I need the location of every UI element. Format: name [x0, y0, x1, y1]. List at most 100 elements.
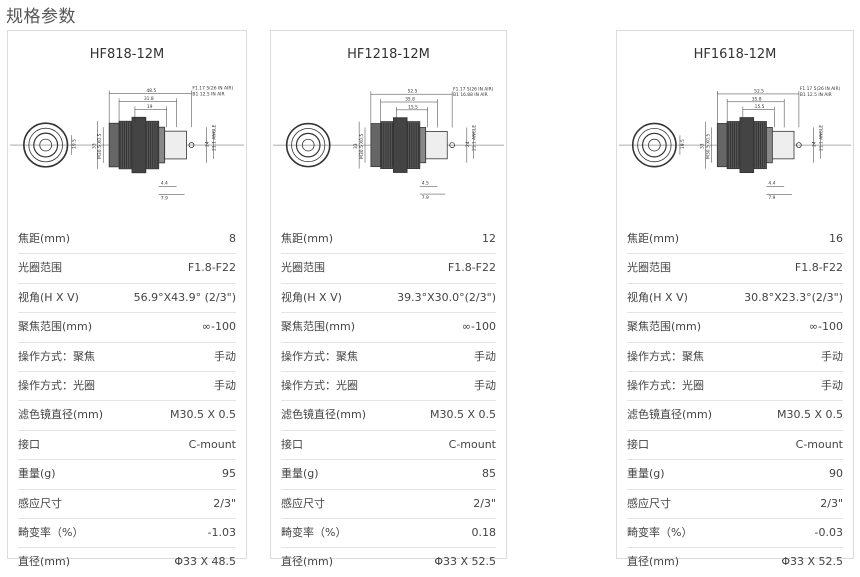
- spec-row: 操作方式：光圈手动: [281, 372, 496, 402]
- spec-label: 畸变率（%）: [281, 525, 347, 539]
- spec-value: 39.3°X30.0°(2/3"): [397, 290, 496, 304]
- front-view: [23, 122, 69, 168]
- spec-row: 滤色镜直径(mm)M30.5 X 0.5: [281, 401, 496, 431]
- dimension-label: F1.17 5(26 IN AIR): [453, 86, 494, 92]
- front-view: [285, 122, 331, 168]
- spec-row: 重量(g)95: [18, 460, 236, 490]
- spec-row: 重量(g)85: [281, 460, 496, 490]
- dimension-label: 33: [700, 143, 706, 149]
- spec-value: -0.03: [814, 525, 843, 539]
- dimension-label: 21.1 ANGLE: [211, 124, 217, 151]
- spec-label: 感应尺寸: [627, 496, 671, 510]
- spec-row: 焦距(mm)8: [18, 225, 236, 255]
- spec-value: 手动: [474, 349, 496, 363]
- dimension-label: 19.5: [71, 139, 77, 149]
- spec-value: ∞-100: [461, 320, 496, 334]
- dimension-label: 31.8: [144, 96, 154, 102]
- spec-row: 视角(H X V)30.8°X23.3°(2/3"): [627, 284, 843, 314]
- spec-value: 12: [482, 232, 496, 245]
- dimension-label: 15.5: [408, 104, 418, 110]
- spec-value: F1.8-F22: [187, 261, 236, 275]
- spec-value: 56.9°X43.9° (2/3"): [133, 290, 236, 304]
- spec-row: 聚焦范围(mm)∞-100: [18, 313, 236, 343]
- spec-label: 光圈范围: [627, 261, 671, 275]
- spec-value: F1.8-F22: [794, 261, 843, 275]
- dimension-label: 7.9: [422, 195, 429, 201]
- spec-label: 操作方式：聚焦: [18, 349, 95, 363]
- spec-row: 接口 C-mount: [627, 431, 843, 461]
- spec-row: 焦距(mm)16: [627, 225, 843, 255]
- spec-value: 8: [229, 232, 236, 245]
- dimension-label: 21.1 ANGLE: [819, 125, 825, 151]
- spec-row: 视角(H X V)56.9°X43.9° (2/3"): [18, 284, 236, 314]
- spec-value: C-mount: [795, 437, 843, 451]
- spec-value: C-mount: [188, 437, 236, 451]
- spec-row: 光圈范围 F1.8-F22: [627, 254, 843, 284]
- spec-row: 畸变率（%） 0.18: [281, 519, 497, 549]
- spec-row: 操作方式：聚焦手动: [627, 343, 843, 372]
- spec-row: 焦距(mm)12: [281, 225, 496, 255]
- dimension-lines: [358, 91, 474, 195]
- dimension-label: F1.17 5(26 IN AIR): [192, 86, 233, 92]
- dimension-label: M30.5 X0.5: [97, 133, 103, 158]
- spec-label: 直径(mm): [18, 555, 71, 569]
- spec-label: 视角(H X V): [281, 290, 342, 304]
- dimension-label: B1 12.5 IN AIR: [192, 91, 224, 97]
- product-name: HF1618-12M: [693, 47, 777, 62]
- dimension-label: 7.9: [768, 195, 775, 201]
- dimension-label: F1.17 5(26 IN AIR): [800, 86, 841, 92]
- spec-label: 光圈范围: [281, 261, 325, 275]
- spec-value: 手动: [214, 378, 236, 392]
- spec-label: 操作方式：光圈: [18, 378, 95, 392]
- dimension-label: 24: [204, 141, 210, 147]
- spec-label: 直径(mm): [627, 555, 680, 569]
- spec-row: 重量(g)90: [627, 460, 843, 490]
- dimension-label: 33: [91, 143, 97, 149]
- spec-row: 畸变率（%）-0.03: [627, 519, 843, 549]
- spec-row: 视角(H X V) 39.3°X30.0°(2/3"): [281, 284, 496, 314]
- spec-value: ∞-100: [808, 320, 843, 334]
- spec-row: 直径(mm) Φ33 X 48.5: [18, 548, 236, 576]
- spec-label: 聚焦范围(mm): [18, 320, 93, 334]
- dimension-label: 4.4: [768, 180, 775, 186]
- spec-value: 0.18: [471, 525, 497, 539]
- dimension-label: 4.5: [422, 180, 429, 186]
- page-title: 规格参数: [6, 7, 76, 27]
- spec-label: 焦距(mm): [627, 232, 680, 245]
- dimension-label: 33: [353, 143, 359, 149]
- dimension-label: 4.4: [161, 181, 168, 187]
- spec-value: Φ33 X 52.5: [434, 555, 496, 569]
- spec-table: 焦距(mm)16 光圈范围 F1.8-F22 视角(H X V)30.8°X23.3°…: [627, 225, 843, 577]
- spec-label: 接口: [627, 437, 649, 451]
- spec-value: 手动: [821, 349, 843, 363]
- spec-label: 感应尺寸: [281, 496, 325, 510]
- spec-label: 视角(H X V): [627, 290, 688, 304]
- dimension-label: 35.8: [405, 97, 415, 103]
- spec-label: 操作方式：聚焦: [281, 349, 358, 363]
- spec-row: 操作方式：光圈 手动: [18, 372, 236, 402]
- spec-label: 聚焦范围(mm): [627, 320, 702, 334]
- side-view: [370, 117, 455, 173]
- dimension-label: B1 12.5 IN AIR: [800, 92, 832, 98]
- spec-row: 操作方式：光圈手动: [627, 372, 843, 402]
- spec-label: 操作方式：光圈: [281, 378, 358, 392]
- front-view: [631, 122, 677, 168]
- spec-label: 直径(mm): [281, 555, 334, 569]
- spec-value: Φ33 X 52.5: [781, 555, 843, 569]
- spec-label: 接口: [281, 437, 303, 451]
- spec-row: 直径(mm) Φ33 X 52.5: [627, 548, 843, 576]
- spec-row: 滤色镜直径(mm)M30.5 X 0.5: [627, 401, 843, 431]
- spec-value: Φ33 X 48.5: [174, 555, 236, 569]
- dimension-label: 19: [147, 104, 153, 110]
- spec-value: 95: [222, 467, 236, 481]
- product-name: HF1218-12M: [347, 47, 430, 62]
